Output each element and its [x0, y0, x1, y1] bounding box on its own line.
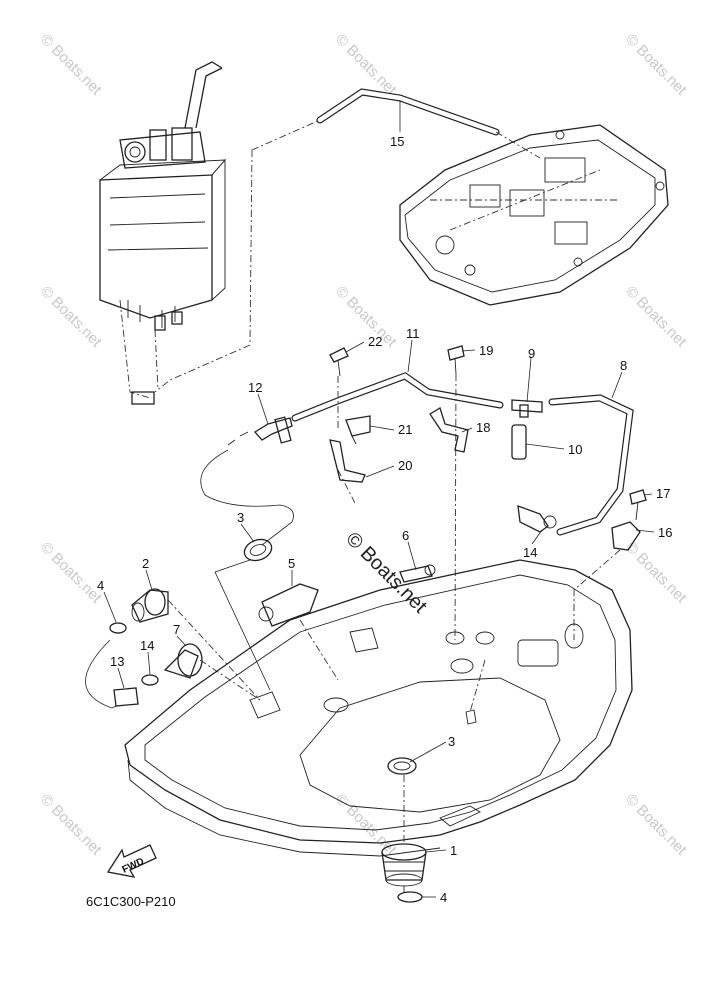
bolt-22 [329, 347, 349, 430]
watermarks: © Boats.net © Boats.net © Boats.net © Bo… [37, 31, 690, 859]
callout-4: 4 [97, 578, 104, 593]
callout-21: 21 [398, 422, 412, 437]
grommet-3-lower [387, 757, 417, 842]
fwd-label: FWD [121, 856, 146, 876]
callout-14: 14 [140, 638, 154, 653]
callout-5: 5 [288, 556, 295, 571]
hose-15 [251, 88, 541, 159]
bracket-20 [329, 439, 366, 506]
watermark: © Boats.net [622, 283, 690, 351]
upper-mount-frame [399, 124, 669, 306]
callout-17: 17 [656, 486, 670, 501]
bolt-17 [629, 489, 647, 521]
bottom-cowling [124, 559, 633, 857]
watermark: © Boats.net [37, 791, 105, 859]
hose-network [154, 149, 634, 546]
callout-15: 15 [390, 134, 404, 149]
part-12-t-joint [254, 416, 293, 444]
fitting-14-right [517, 505, 557, 533]
screw-6 [399, 564, 436, 583]
watermark: © Boats.net [622, 791, 690, 859]
callout-7: 7 [173, 622, 180, 637]
watermark: © Boats.net [332, 791, 400, 859]
callout-3: 3 [237, 510, 244, 525]
callout-6: 6 [402, 528, 409, 543]
callout-19: 19 [479, 343, 493, 358]
drawing-code: 6C1C300-P210 [86, 894, 176, 909]
watermark: © Boats.net [37, 539, 105, 607]
bracket-18 [429, 407, 469, 453]
clip-14-left [141, 674, 159, 686]
callout-3: 3 [448, 734, 455, 749]
part-9-joint [511, 399, 543, 418]
callout-20: 20 [398, 458, 412, 473]
clip-21 [345, 415, 371, 445]
grommet-3-upper [214, 538, 273, 691]
hose-13 [85, 639, 139, 709]
leader-lines [103, 100, 655, 898]
fitting-5 [258, 583, 339, 681]
watermark: © Boats.net [332, 31, 400, 99]
callout-4: 4 [440, 890, 447, 905]
bolt-19 [447, 345, 465, 641]
callout-10: 10 [568, 442, 582, 457]
fitting-2 [131, 588, 261, 701]
watermark: © Boats.net [332, 283, 400, 351]
fwd-arrow-icon: FWD [106, 844, 157, 878]
callout-1: 1 [450, 843, 457, 858]
watermark: © Boats.net [622, 31, 690, 99]
callout-9: 9 [528, 346, 535, 361]
callout-22: 22 [368, 334, 382, 349]
callout-11: 11 [406, 326, 420, 341]
clip-4-left [109, 622, 127, 634]
callout-8: 8 [620, 358, 627, 373]
callout-13: 13 [110, 654, 124, 669]
watermark: © Boats.net [37, 283, 105, 351]
clamp-16 [573, 521, 641, 640]
vapor-separator-assembly [99, 61, 227, 405]
watermark: © Boats.net [622, 539, 690, 607]
callout-18: 18 [476, 420, 490, 435]
watermark: © Boats.net [37, 31, 105, 99]
callout-16: 16 [658, 525, 672, 540]
callout-14: 14 [523, 545, 537, 560]
callout-12: 12 [248, 380, 262, 395]
callout-2: 2 [142, 556, 149, 571]
callouts: 15 11 22 19 9 8 12 21 18 10 20 17 16 14 … [97, 134, 672, 905]
part-10-hose [511, 424, 527, 460]
clip-4-lower [397, 891, 423, 903]
